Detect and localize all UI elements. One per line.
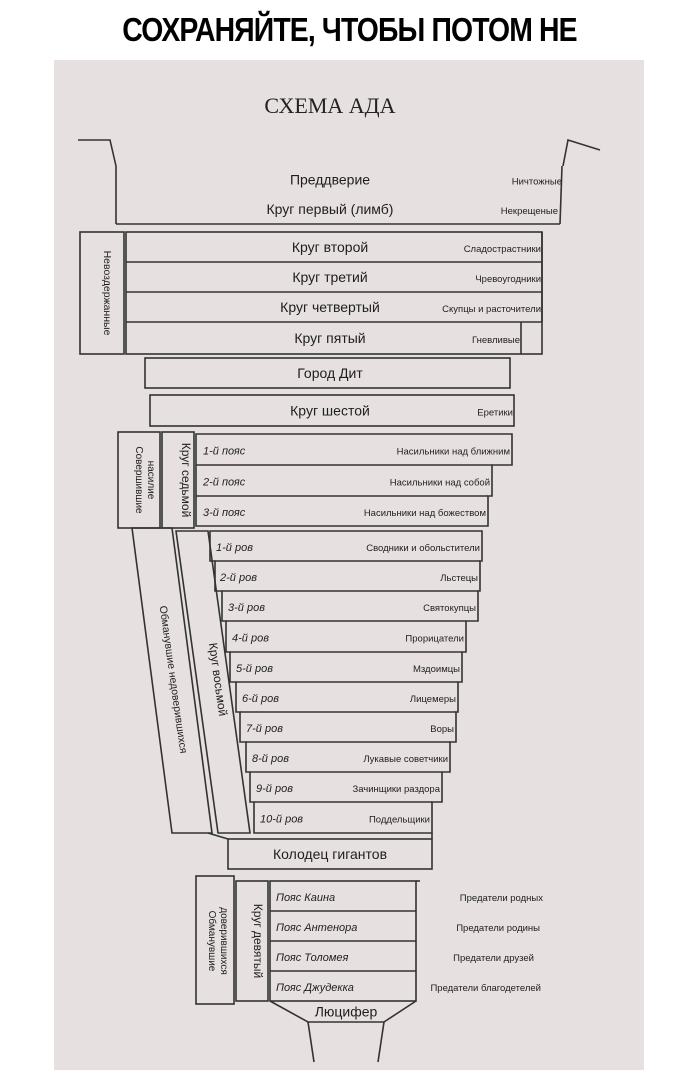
row-label: 9-й ров xyxy=(256,783,293,795)
diagram-title: СХЕМА АДА xyxy=(264,93,395,118)
seventh-circle-label: Круг седьмой xyxy=(179,443,193,518)
paper-background xyxy=(54,60,644,1070)
treacherous-label-line2: доверившихся xyxy=(218,907,229,975)
seventh-circle-block xyxy=(195,433,513,527)
row-label: 10-й ров xyxy=(260,814,303,826)
row-note: Скупцы и расточители xyxy=(442,304,541,315)
lucifer-left-tip xyxy=(307,1021,315,1063)
row-label: Люцифер xyxy=(315,1004,378,1020)
funnel-left-rim xyxy=(78,139,117,167)
row-note: Зачинщики раздора xyxy=(352,784,440,795)
treacherous-side-box xyxy=(195,875,235,1005)
funnel-right-rim xyxy=(562,138,601,167)
row-note: Воры xyxy=(430,724,454,735)
incontinent-label: Невоздержанные xyxy=(101,251,113,336)
row-note: Гневливые xyxy=(472,335,520,346)
row-label: 6-й ров xyxy=(242,693,279,705)
sixth-circle-box xyxy=(149,394,515,427)
row-label: 2-й пояс xyxy=(202,477,246,489)
row-note: Предатели родины xyxy=(456,923,540,934)
row-label: Пояс Джудекка xyxy=(276,982,354,994)
fraudulent-side-box xyxy=(131,527,213,834)
row-label: 2-й ров xyxy=(219,572,257,584)
row-note: Льстецы xyxy=(440,573,478,584)
row-label: Пояс Каина xyxy=(276,892,335,904)
well-left-link xyxy=(207,832,229,840)
violent-label: Совершившие насилие xyxy=(0,0,11,1)
row-note: Лицемеры xyxy=(410,694,456,705)
row-note: Предатели родных xyxy=(460,893,543,904)
row-note: Поддельщики xyxy=(369,815,430,826)
row-note: Некрещеные xyxy=(501,206,558,217)
ninth-circle-label-box xyxy=(235,880,269,1002)
incontinent-side-box xyxy=(79,231,125,355)
eighth-circle-label: Круг восьмой xyxy=(206,642,230,717)
row-label: 5-й ров xyxy=(236,663,273,675)
violent-label-line1: Совершившие xyxy=(133,446,144,514)
row-note: Насильники над ближним xyxy=(397,447,510,458)
row-note: Чревоугодники xyxy=(475,274,541,285)
row-label: 1-й ров xyxy=(216,542,253,554)
row-note: Сводники и обольстители xyxy=(366,543,480,554)
row-label: Город Дит xyxy=(297,365,363,381)
giants-well-box xyxy=(227,838,433,870)
row-label: Круг шестой xyxy=(290,403,370,419)
row-label: Пояс Толомея xyxy=(276,952,348,964)
row-note: Сладострастники xyxy=(464,244,541,255)
row-label: Круг пятый xyxy=(294,330,365,346)
seventh-circle-label-box xyxy=(161,431,195,529)
row-note: Предатели друзей xyxy=(453,953,534,964)
ninth-circle-label: Круг девятый xyxy=(251,904,265,978)
row-label: Круг первый (лимб) xyxy=(267,201,394,217)
row-label: Круг четвертый xyxy=(280,299,380,315)
row-note: Лукавые советчики xyxy=(363,754,448,765)
lucifer-box xyxy=(269,1000,417,1023)
row-label: Круг второй xyxy=(292,239,368,255)
violent-label-line2: насилие xyxy=(145,461,156,500)
row-note: Мздоимцы xyxy=(413,664,460,675)
treacherous-label-line1: Обманувшие xyxy=(206,911,218,972)
funnel-right-upper xyxy=(559,165,563,225)
row-label: Круг третий xyxy=(292,269,367,285)
row-label: Колодец гигантов xyxy=(273,846,387,862)
row-label: 1-й пояс xyxy=(203,446,246,458)
row-note: Святокупцы xyxy=(423,603,476,614)
lucifer-right-tip xyxy=(377,1021,385,1063)
row-note: Насильники над собой xyxy=(390,478,490,489)
row-label: 3-й пояс xyxy=(203,507,246,519)
row-label: 4-й ров xyxy=(232,633,269,645)
row-label: 8-й ров xyxy=(252,753,289,765)
row-label: Пояс Антенора xyxy=(276,922,357,934)
row-label: 7-й ров xyxy=(246,723,283,735)
row-label: 3-й ров xyxy=(228,602,265,614)
row-note: Прорицатели xyxy=(405,634,464,645)
treacherous-label: Обманувшие доверившихся xyxy=(0,0,14,1)
row-label: Преддверие xyxy=(290,172,370,188)
row-note: Насильники над божеством xyxy=(364,508,486,519)
eighth-circle-label-box xyxy=(175,530,251,834)
caption: СОХРАНЯЙТЕ, ЧТОБЫ ПОТОМ НЕ ПОТЕРЯТЬСЯ xyxy=(48,0,651,108)
city-of-dis-box xyxy=(144,357,511,389)
row-note: Еретики xyxy=(477,408,513,419)
row-note: Ничтожные xyxy=(512,177,562,188)
diagram-lines xyxy=(78,138,601,1063)
row-note: Предатели благодетелей xyxy=(430,983,541,994)
